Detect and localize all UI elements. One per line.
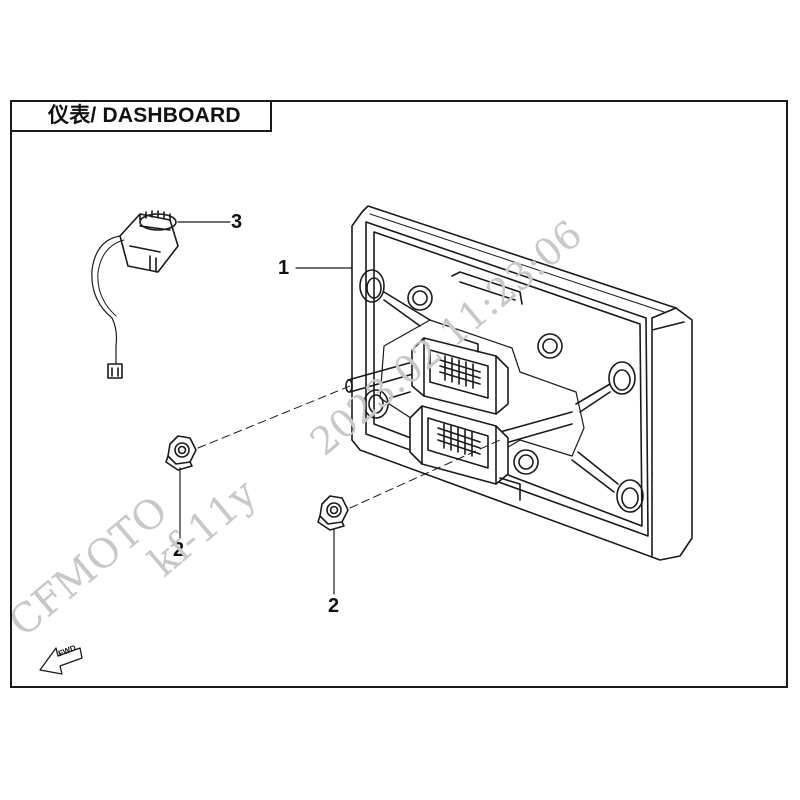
- callout-part-2-right: 2: [328, 595, 340, 617]
- callout-part-3: 3: [231, 211, 243, 233]
- assembly-line-left: [197, 385, 351, 449]
- callout-part-1: 1: [278, 257, 290, 279]
- drawing-frame: [10, 100, 788, 688]
- flange-nut-left: [165, 435, 197, 471]
- callout-part-2-left: 2: [173, 539, 185, 561]
- assembly-line-right: [349, 439, 501, 509]
- title-box: [10, 100, 272, 132]
- page-title: 仪表/ DASHBOARD: [48, 104, 241, 127]
- flange-nut-right: [317, 495, 349, 531]
- connector-cap: [91, 210, 179, 379]
- fwd-arrow-icon: [39, 647, 83, 675]
- dashboard-housing: [345, 205, 693, 561]
